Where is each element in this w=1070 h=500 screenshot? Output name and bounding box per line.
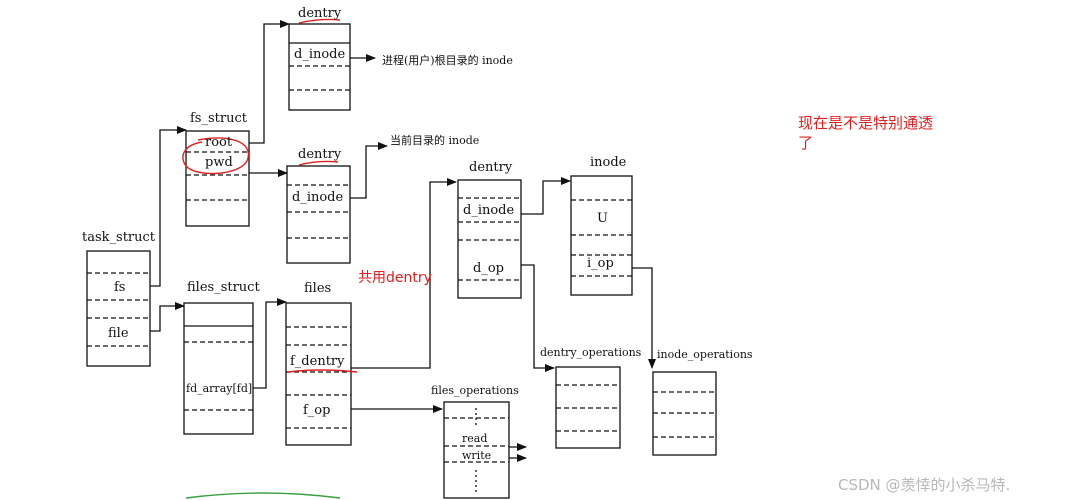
files-struct-label: files_struct — [187, 280, 260, 295]
d-inode-top-label: d_inode — [294, 47, 346, 62]
read-label: read — [462, 432, 488, 445]
files-struct-box — [183, 302, 254, 435]
shared-dentry-annotation: 共用dentry — [358, 270, 432, 286]
fs-label: fs — [114, 280, 126, 295]
fs-struct-label: fs_struct — [190, 111, 247, 126]
underline-dentry-mid — [298, 160, 339, 166]
f-dentry-label: f_dentry — [290, 354, 345, 369]
arrow-fd-array-to-files — [253, 298, 287, 389]
files-box — [285, 302, 352, 446]
inode-label: inode — [590, 155, 627, 170]
inode-operations-label: inode_operations — [657, 348, 753, 361]
fs-struct-box — [185, 130, 250, 227]
files-operations-box — [443, 401, 510, 499]
underline-dentry-top — [298, 18, 341, 24]
arrow-d-inode-mid-to-current-inode — [350, 142, 388, 199]
pwd-label: pwd — [205, 155, 233, 170]
dentry-top-label: dentry — [298, 6, 342, 21]
fd-array-label: fd_array[fd] — [186, 382, 253, 395]
u-label: U — [597, 211, 608, 226]
arrow-f-dentry-to-dentry-right — [351, 178, 457, 369]
arrow-task-file-to-files-struct — [150, 302, 185, 332]
arrow-d-op-to-dentry-operations — [521, 264, 555, 372]
current-inode-note: 当前目录的 inode — [390, 134, 480, 147]
underline-f-dentry — [287, 369, 358, 373]
arrow-task-fs-to-fs-struct — [150, 126, 187, 287]
arrow-d-inode-right-to-inode — [521, 177, 571, 215]
root-label: root — [205, 135, 233, 150]
root-inode-note: 进程(用户)根目录的 inode — [382, 54, 513, 67]
task-struct-label: task_struct — [82, 230, 156, 245]
task-struct-box — [86, 250, 151, 367]
comment-line-1: 现在是不是特别通透 — [798, 114, 934, 132]
watermark: CSDN @羡悻的小杀马特. — [838, 476, 1011, 494]
arrow-i-op-to-inode-operations — [632, 267, 656, 369]
dentry-right-box — [457, 179, 522, 299]
d-inode-mid-label: d_inode — [292, 190, 344, 205]
dentry-top-box — [288, 23, 351, 111]
dentry-mid-label: dentry — [298, 147, 342, 162]
files-label: files — [304, 281, 332, 296]
f-op-label: f_op — [303, 403, 331, 418]
files-operations-label: files_operations — [431, 384, 519, 397]
arrow-root-to-dentry-top — [249, 20, 290, 144]
i-op-label: i_op — [587, 256, 614, 271]
dentry-mid-box — [286, 165, 351, 264]
d-op-label: d_op — [473, 261, 504, 276]
d-inode-right-label: d_inode — [463, 203, 515, 218]
comment-line-2: 了 — [798, 134, 814, 152]
file-label: file — [108, 326, 129, 341]
write-label: write — [462, 449, 492, 462]
circle-root-pwd — [182, 137, 250, 175]
dentry-right-label: dentry — [469, 160, 513, 175]
green-arc — [185, 492, 341, 499]
dentry-operations-label: dentry_operations — [540, 346, 642, 359]
